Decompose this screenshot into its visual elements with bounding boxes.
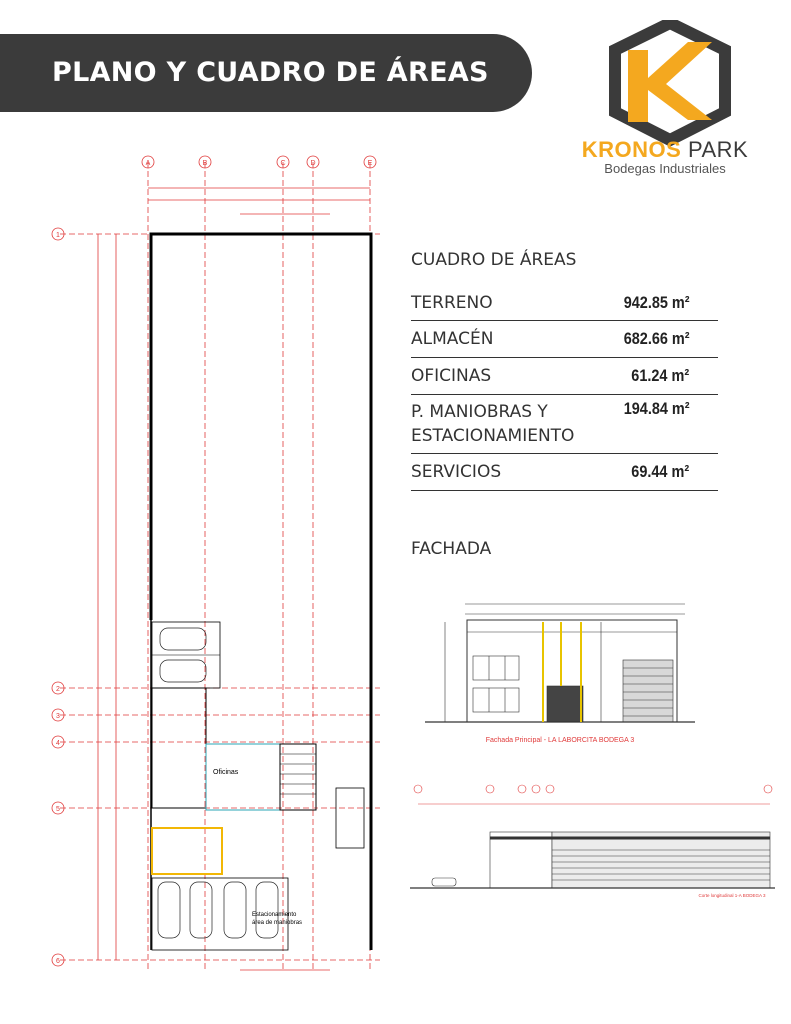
kronos-park-logo — [609, 20, 731, 147]
area-row: SERVICIOS 69.44 m² — [411, 454, 718, 491]
grid-col-e: E — [368, 160, 373, 167]
grid-col-a: A — [146, 160, 151, 167]
area-label: P. MANIOBRAS Y ESTACIONAMIENTO — [411, 402, 575, 446]
section-caption: Corte longitudinal 1-A BODEGA 3 — [698, 893, 766, 898]
fachada-title: FACHADA — [411, 539, 492, 559]
area-row: P. MANIOBRAS Y ESTACIONAMIENTO 194.84 m² — [411, 395, 718, 454]
areas-table: CUADRO DE ÁREAS TERRENO 942.85 m² ALMACÉ… — [411, 246, 718, 491]
section-drawing: Corte longitudinal 1-A BODEGA 3 — [410, 784, 775, 898]
grid-row-6: 6 — [56, 958, 60, 965]
area-value: 682.66 m² — [623, 329, 690, 348]
maneuver-label: área de maniobras — [252, 920, 302, 926]
grid-row-2: 2 — [56, 686, 60, 693]
area-label: SERVICIOS — [411, 462, 502, 482]
page-title: PLANO Y CUADRO DE ÁREAS — [52, 57, 489, 88]
area-value: 942.85 m² — [623, 293, 690, 312]
brand-name: KRONOS PARK — [580, 137, 750, 163]
brand-tagline: Bodegas Industriales — [604, 161, 726, 176]
area-row: OFICINAS 61.24 m² — [411, 358, 718, 395]
grid-row-5: 5 — [56, 806, 60, 813]
area-row: TERRENO 942.85 m² — [411, 286, 718, 321]
area-label: TERRENO — [411, 293, 493, 313]
grid-row-1: 1 — [56, 232, 60, 239]
office-label: Oficinas — [213, 769, 239, 776]
parking-label: Estacionamiento — [252, 912, 297, 918]
grid-col-b: B — [203, 160, 208, 167]
facade-drawing: Fachada Principal - LA LABORCITA BODEGA … — [425, 603, 695, 744]
grid-row-4: 4 — [56, 740, 60, 747]
brand-name-part2: PARK — [681, 137, 749, 162]
grid-col-d: D — [310, 160, 315, 167]
areas-title: CUADRO DE ÁREAS — [411, 250, 577, 270]
grid-col-c: C — [280, 160, 285, 167]
facade-caption: Fachada Principal - LA LABORCITA BODEGA … — [486, 737, 635, 744]
area-value: 69.44 m² — [631, 462, 690, 481]
floor-plan: Oficinas Estacionamiento área de maniobr… — [51, 155, 380, 971]
area-label: OFICINAS — [411, 366, 492, 386]
grid-row-3: 3 — [56, 713, 60, 720]
title-banner: PLANO Y CUADRO DE ÁREAS — [0, 34, 532, 112]
area-row: ALMACÉN 682.66 m² — [411, 321, 718, 358]
brand-name-part1: KRONOS — [581, 137, 682, 162]
area-value: 61.24 m² — [631, 366, 690, 385]
area-value: 194.84 m² — [623, 399, 690, 418]
area-label: ALMACÉN — [411, 329, 494, 349]
